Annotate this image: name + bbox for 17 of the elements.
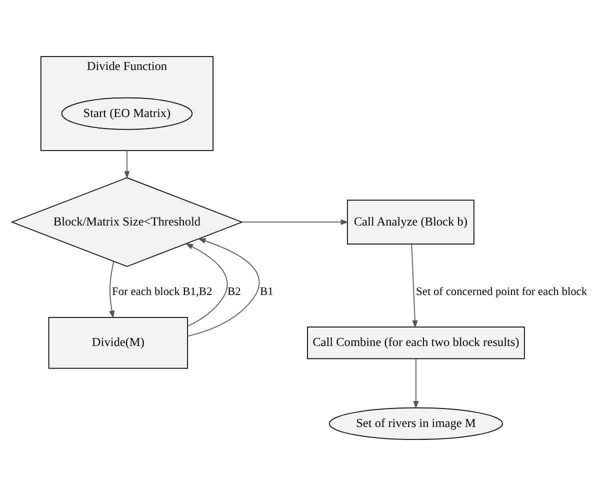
node-box: Divide(M) [48, 316, 188, 369]
arrow [187, 238, 260, 337]
arrow [185, 243, 228, 327]
arrow [242, 219, 349, 225]
edge-label: Set of concerned point for each block [416, 286, 588, 298]
edge-label: B1 [260, 286, 274, 298]
arrow [413, 358, 419, 409]
node-ellipse: Set of rivers in image M [328, 407, 503, 440]
node-ellipse: Start (EO Matrix) [61, 97, 193, 130]
node-box: Call Combine (for each two block results) [307, 326, 525, 360]
arrow [411, 244, 418, 328]
arrow [124, 150, 130, 179]
arrow [109, 261, 115, 319]
edge-label: B2 [227, 286, 241, 298]
node-box: Call Analyze (Block b) [346, 200, 474, 244]
edge-label: For each block B1,B2 [112, 286, 212, 298]
node-diamond: Block/Matrix Size<Threshold [10, 177, 244, 267]
